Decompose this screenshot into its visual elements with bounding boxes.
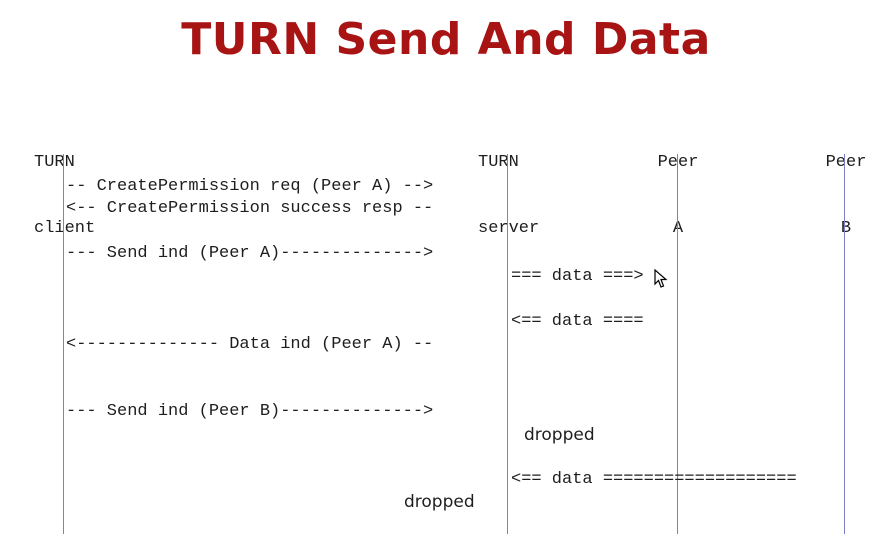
lifeline-client xyxy=(63,154,64,534)
message-data-ind-peer-a: <-------------- Data ind (Peer A) -- xyxy=(66,335,434,354)
note-dropped-at-client: dropped xyxy=(404,492,475,512)
participant-server-line1: TURN xyxy=(478,153,519,172)
diagram-title: TURN Send And Data xyxy=(181,14,711,65)
participant-turn-server: TURN server xyxy=(478,108,539,262)
message-create-permission-resp: <-- CreatePermission success resp -- xyxy=(66,199,434,218)
participant-client-line2: client xyxy=(34,219,96,238)
participant-turn-client: TURN client xyxy=(34,108,95,262)
lifeline-server xyxy=(507,154,508,534)
participant-server-line2: server xyxy=(478,219,540,238)
participant-peer-b: Peer B xyxy=(824,108,868,262)
message-data-from-peer-a: <== data ==== xyxy=(511,312,644,331)
lifeline-peer-a xyxy=(677,154,678,534)
message-send-ind-peer-a: --- Send ind (Peer A)--------------> xyxy=(66,244,434,263)
participant-peer-b-line2: B xyxy=(840,219,852,238)
participant-peer-b-line1: Peer xyxy=(825,153,867,172)
note-dropped-at-server: dropped xyxy=(524,425,595,445)
participant-peer-a-line2: A xyxy=(672,219,684,238)
message-send-ind-peer-b: --- Send ind (Peer B)--------------> xyxy=(66,402,434,421)
message-create-permission-req: -- CreatePermission req (Peer A) --> xyxy=(66,177,434,196)
participant-peer-a: Peer A xyxy=(656,108,700,262)
message-data-from-peer-b: <== data =================== xyxy=(511,470,797,489)
participant-peer-a-line1: Peer xyxy=(657,153,699,172)
lifeline-peer-b xyxy=(844,154,845,534)
mouse-pointer-icon xyxy=(654,269,668,288)
message-data-to-peer-a: === data ===> xyxy=(511,267,644,286)
participant-client-line1: TURN xyxy=(34,153,75,172)
